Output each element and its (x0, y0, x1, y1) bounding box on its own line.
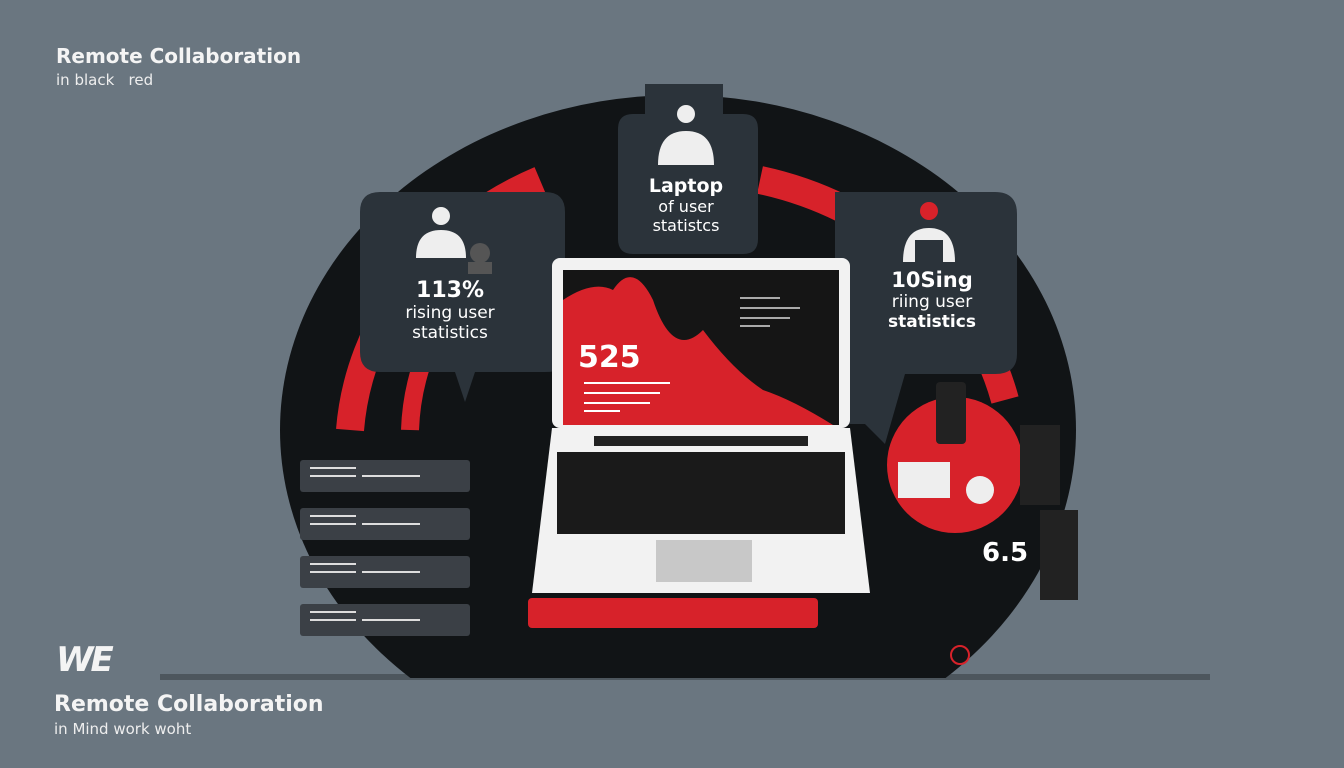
footer-title: Remote Collaboration (54, 692, 324, 717)
screen-chart (563, 277, 833, 425)
card-right-value: 10Sing (891, 268, 973, 292)
person-icon (416, 207, 466, 258)
card-left-line2: statistics (412, 323, 488, 343)
person-icon (658, 105, 714, 165)
cable-bar (528, 598, 818, 628)
card-right-line2: statistics (888, 312, 976, 332)
phone-icon (936, 382, 966, 444)
header-subtitle: in black red (56, 71, 154, 89)
card-center-line2: statistcs (652, 216, 720, 235)
side-value: 6.5 (982, 538, 1029, 568)
screen-value: 525 (578, 340, 641, 375)
card-left (360, 192, 565, 402)
touchpad[interactable] (656, 540, 752, 582)
card-right-line1: riing user (891, 292, 973, 312)
card-left-line1: rising user (405, 303, 495, 323)
small-ring-icon (950, 645, 970, 665)
card-center (618, 84, 758, 254)
footer-subtitle: in Mind work woht (54, 720, 192, 738)
header-title: Remote Collaboration (56, 44, 302, 68)
card-right (835, 192, 1017, 444)
person-icon (966, 476, 994, 504)
card-center-line1: of user (658, 197, 714, 216)
card-center-value: Laptop (648, 175, 724, 197)
card-left-value: 113% (416, 278, 484, 303)
monitor-icon (898, 462, 950, 498)
keyboard (557, 452, 845, 534)
person-icon (468, 243, 492, 274)
card-left-text: 113% rising user statistics (380, 278, 520, 343)
card-center-text: Laptop of user statistcs (618, 175, 754, 235)
card-right-text: 10Sing riing user statistics (862, 268, 1002, 332)
person-icon (903, 202, 955, 262)
logo: WE (56, 640, 114, 680)
